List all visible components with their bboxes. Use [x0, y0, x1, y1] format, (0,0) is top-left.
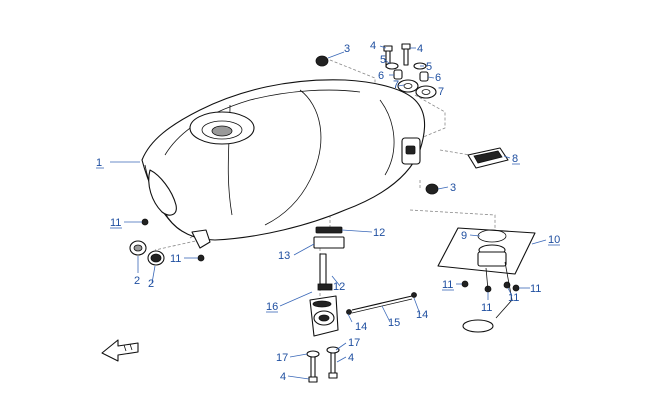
- label-part-4: 4: [348, 352, 354, 364]
- fuel-pump-assembly: [437, 227, 536, 333]
- label-part-5: 5: [426, 61, 432, 73]
- label-part-17: 17: [276, 352, 288, 364]
- label-part-7: 7: [438, 86, 444, 98]
- grommets: [129, 240, 165, 266]
- label-part-3: 3: [450, 182, 456, 194]
- label-part-11: 11: [442, 279, 453, 291]
- label-part-12: 12: [373, 227, 385, 239]
- label-part-1: 1: [96, 157, 102, 169]
- label-part-4: 4: [417, 43, 423, 55]
- label-part-11: 11: [530, 283, 541, 295]
- part-number-labels: 1 2 2 3 3 4 4 4 4 5 5 6 6 7 7 8 9 10 11 …: [96, 40, 560, 383]
- connecting-rod: [346, 292, 417, 315]
- label-part-16: 16: [266, 301, 278, 313]
- label-part-11: 11: [170, 253, 181, 265]
- label-part-14: 14: [416, 309, 428, 321]
- label-part-17: 17: [348, 337, 360, 349]
- label-part-3: 3: [344, 43, 350, 55]
- label-part-11: 11: [110, 217, 121, 229]
- label-part-5: 5: [380, 54, 386, 66]
- label-part-14: 14: [355, 321, 367, 333]
- label-part-15: 15: [388, 317, 400, 329]
- fuel-gauge-unit: [309, 226, 345, 337]
- label-part-11: 11: [481, 302, 492, 314]
- label-part-6: 6: [435, 72, 441, 84]
- bracket-plate: [467, 147, 509, 169]
- label-part-10: 10: [548, 234, 560, 246]
- front-direction-arrow-icon: [101, 339, 139, 362]
- label-part-12: 12: [333, 281, 345, 293]
- label-part-2: 2: [134, 275, 140, 287]
- label-part-13: 13: [278, 250, 290, 262]
- label-underlines: [96, 163, 560, 313]
- label-part-4: 4: [280, 371, 286, 383]
- label-part-9: 9: [461, 230, 467, 242]
- label-part-7: 7: [393, 79, 399, 91]
- label-part-8: 8: [512, 153, 518, 165]
- label-part-2: 2: [148, 278, 154, 290]
- small-screws: [141, 218, 520, 293]
- label-part-11: 11: [508, 292, 519, 304]
- fuel-tank: [141, 79, 426, 249]
- top-mounting-hardware: [315, 43, 439, 195]
- label-part-6: 6: [378, 70, 384, 82]
- bottom-mounting-bolts: [306, 346, 340, 383]
- leader-lines: [110, 45, 547, 380]
- label-part-4: 4: [370, 40, 376, 52]
